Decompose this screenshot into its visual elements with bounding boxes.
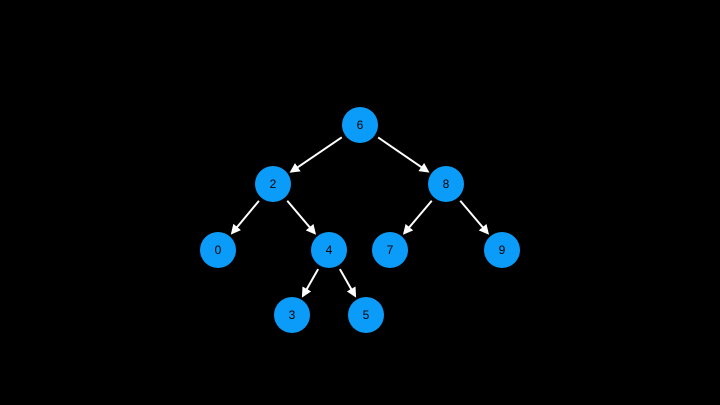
tree-node-circle xyxy=(372,232,408,268)
tree-node-7: 7 xyxy=(372,232,408,268)
tree-node-label: 2 xyxy=(270,177,277,191)
edge-n2-n4 xyxy=(286,200,317,235)
tree-node-label: 5 xyxy=(363,308,370,322)
edge-n6-n2 xyxy=(289,136,343,173)
tree-node-0: 0 xyxy=(200,232,236,268)
tree-nodes: 6 2 8 0 4 7 9 3 5 xyxy=(200,107,520,333)
tree-node-circle xyxy=(274,297,310,333)
tree-node-4: 4 xyxy=(311,232,347,268)
edge-n8-n9 xyxy=(459,200,490,235)
tree-node-label: 8 xyxy=(443,177,450,191)
tree-node-label: 6 xyxy=(357,118,364,132)
tree-node-label: 3 xyxy=(289,308,296,322)
tree-node-circle xyxy=(200,232,236,268)
tree-node-8: 8 xyxy=(428,166,464,202)
tree-node-label: 4 xyxy=(326,243,333,257)
tree-node-circle xyxy=(342,107,378,143)
edge-n4-n3 xyxy=(301,268,319,298)
tree-node-label: 9 xyxy=(499,243,506,257)
tree-node-circle xyxy=(311,232,347,268)
edge-n4-n5 xyxy=(339,268,357,298)
tree-node-circle xyxy=(484,232,520,268)
edge-n8-n7 xyxy=(402,200,433,235)
tree-node-5: 5 xyxy=(348,297,384,333)
tree-edges xyxy=(230,136,490,298)
tree-node-6: 6 xyxy=(342,107,378,143)
tree-node-label: 0 xyxy=(215,243,222,257)
tree-node-3: 3 xyxy=(274,297,310,333)
tree-node-2: 2 xyxy=(255,166,291,202)
edge-n6-n8 xyxy=(377,136,430,173)
edge-n2-n0 xyxy=(230,200,260,235)
tree-node-9: 9 xyxy=(484,232,520,268)
tree-node-circle xyxy=(255,166,291,202)
tree-node-circle xyxy=(348,297,384,333)
tree-node-circle xyxy=(428,166,464,202)
tree-node-label: 7 xyxy=(387,243,394,257)
